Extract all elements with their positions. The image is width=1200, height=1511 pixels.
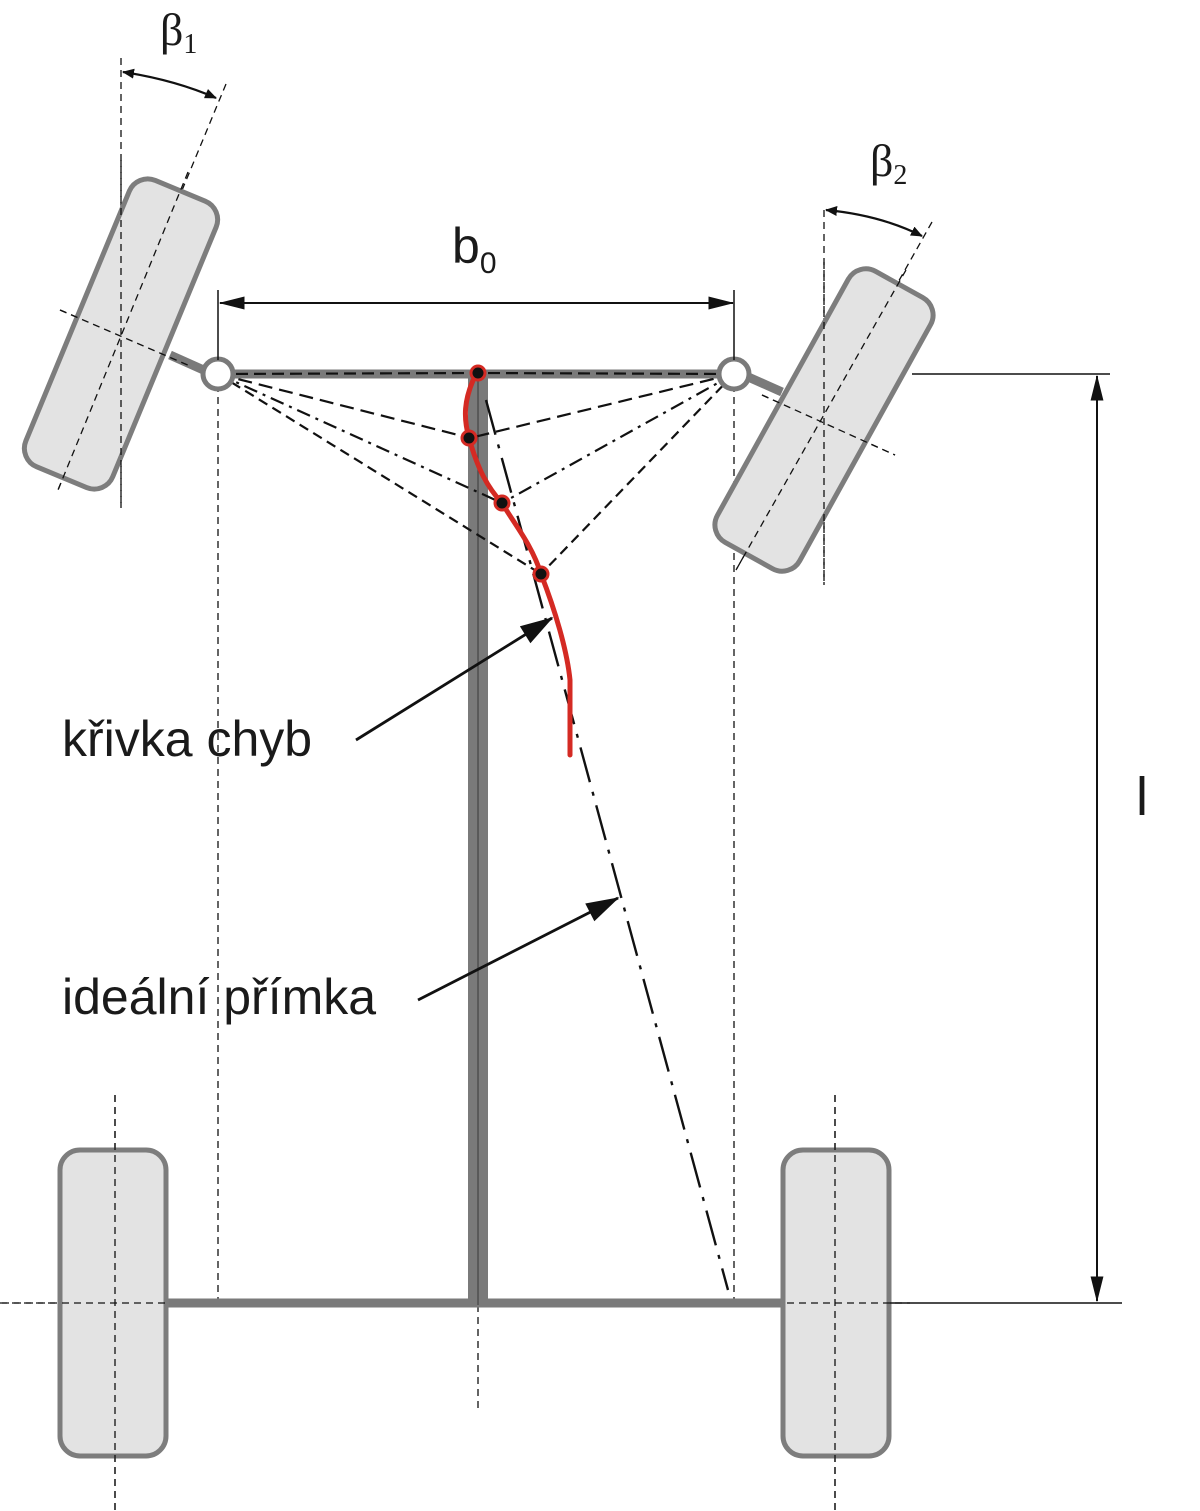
error-curve-label: křivka chyb — [62, 711, 312, 767]
ideal-line-leader — [417, 896, 620, 1002]
front-right-wheel-crossline — [761, 394, 896, 456]
right-ray-3 — [540, 373, 735, 575]
b0-label: b0 — [452, 218, 497, 280]
error-curve-points — [460, 364, 550, 583]
right-kingpin — [716, 356, 752, 392]
left-ray-2 — [217, 372, 471, 440]
left-ray-4 — [217, 373, 542, 575]
wheel-centerlines — [0, 160, 910, 1510]
front-left-wheel-steer-centerline — [57, 171, 189, 491]
front-right-steer-line — [735, 221, 933, 571]
front-right-wheel-steer-centerline — [735, 269, 907, 571]
construction-lines — [217, 371, 735, 575]
left-kingpin — [200, 356, 236, 392]
beta1-label: β1 — [160, 4, 197, 60]
left-ray-3 — [217, 372, 503, 505]
left-ray-1 — [217, 371, 479, 376]
curve-point-3 — [493, 494, 511, 512]
l-label: l — [1136, 767, 1148, 827]
curve-point-2 — [460, 429, 478, 447]
curve-point-1 — [469, 364, 487, 382]
right-ray-1 — [469, 372, 735, 440]
right-ray-4 — [477, 371, 735, 376]
ideal-line-label: ideální přímka — [62, 969, 376, 1025]
beta2-label: β2 — [870, 135, 907, 191]
curve-point-4 — [532, 565, 550, 583]
beta2-angle-arc — [825, 206, 923, 237]
ideal-line — [484, 399, 730, 1291]
right-ray-2 — [501, 373, 735, 504]
beta1-angle-arc — [122, 68, 217, 100]
right-steering-arm — [744, 371, 784, 397]
error-curve-leader — [355, 616, 554, 742]
